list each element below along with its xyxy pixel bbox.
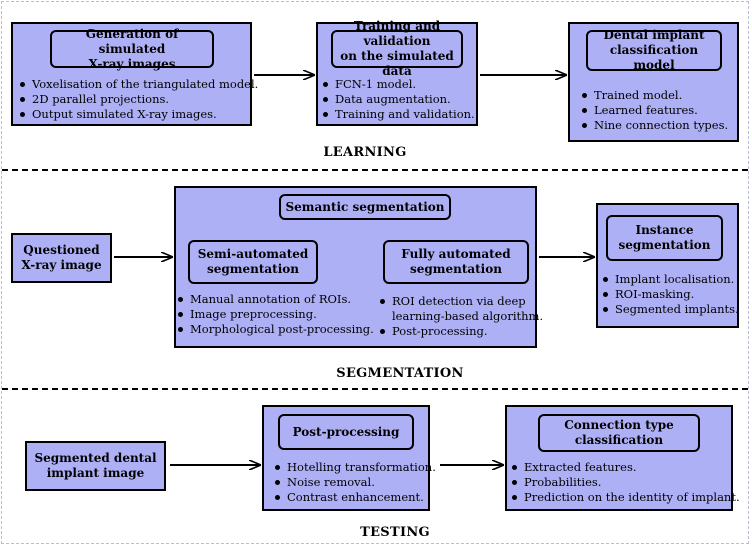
generation-bullets: Voxelisation of the triangulated model. … [19,77,258,122]
model-title: Dental implant classification model [586,28,722,72]
post-processing-bullet: Hotelling transformation. [274,460,436,475]
instance-bullets: Implant localisation. ROI-masking. Segme… [602,272,739,317]
post-processing-bullet: Contrast enhancement. [274,490,436,505]
connection-bullet: Prediction on the identity of implant. [511,490,740,505]
post-processing-title: Post-processing [278,414,414,450]
fully-auto-title: Fully automated segmentation [383,240,529,284]
model-bullet: Nine connection types. [581,118,728,133]
generation-bullet: Output simulated X-ray images. [19,107,258,122]
training-bullet: FCN-1 model. [322,77,475,92]
model-bullet: Trained model. [581,88,728,103]
generation-bullet: 2D parallel projections. [19,92,258,107]
generation-bullet: Voxelisation of the triangulated model. [19,77,258,92]
post-processing-bullets: Hotelling transformation. Noise removal.… [274,460,436,505]
section-divider [2,169,748,171]
fully-auto-bullet: ROI detection via deep learning-based al… [379,294,543,324]
segmented-image-box [25,441,166,491]
instance-bullet: ROI-masking. [602,287,739,302]
instance-bullet: Implant localisation. [602,272,739,287]
model-bullet: Learned features. [581,103,728,118]
connection-bullets: Extracted features. Probabilities. Predi… [511,460,740,505]
segmented-image-label: Segmented dental implant image [34,451,157,480]
instance-bullet: Segmented implants. [602,302,739,317]
semantic-title: Semantic segmentation [279,194,451,220]
instance-title: Instance segmentation [606,215,723,261]
questioned-image-label: Questioned X-ray image [21,243,102,272]
fully-auto-bullets: ROI detection via deep learning-based al… [379,294,543,339]
connection-bullet: Extracted features. [511,460,740,475]
training-bullet: Training and validation. [322,107,475,122]
fully-auto-bullet: Post-processing. [379,324,543,339]
semi-auto-bullet: Morphological post-processing. [177,322,374,337]
connection-bullet: Probabilities. [511,475,740,490]
post-processing-bullet: Noise removal. [274,475,436,490]
section-divider [2,388,748,390]
connection-title: Connection type classification [538,414,700,452]
model-bullets: Trained model. Learned features. Nine co… [581,88,728,133]
semi-auto-bullet: Manual annotation of ROIs. [177,292,374,307]
training-bullets: FCN-1 model. Data augmentation. Training… [322,77,475,122]
learning-label: LEARNING [323,145,407,160]
questioned-image-box [11,233,112,283]
semi-auto-bullets: Manual annotation of ROIs. Image preproc… [177,292,374,337]
testing-label: TESTING [360,525,430,540]
semi-auto-bullet: Image preprocessing. [177,307,374,322]
generation-title: Generation of simulated X-ray images [50,27,214,71]
semi-auto-title: Semi-automated segmentation [188,240,318,284]
segmentation-label: SEGMENTATION [336,366,464,381]
training-bullet: Data augmentation. [322,92,475,107]
